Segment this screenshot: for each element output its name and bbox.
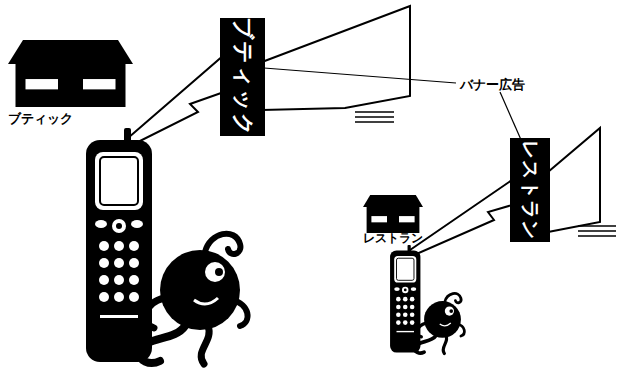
leader-line [264,68,456,83]
banner-ad: ブティック [220,18,265,136]
restaurant-beam [410,128,616,256]
shop-node: レストラン [363,193,423,247]
shop-label: レストラン [363,230,423,247]
callout-label: バナー広告 [460,76,525,94]
banner-ad: レストラン [510,138,550,242]
phone-character [86,128,248,364]
shop-node: ブティック [8,38,133,128]
leader-line [500,92,522,142]
shop-label: ブティック [8,110,73,128]
banner-text: レストラン [517,140,543,240]
banner-text: ブティック [228,17,258,137]
phone-character-small [390,245,464,354]
